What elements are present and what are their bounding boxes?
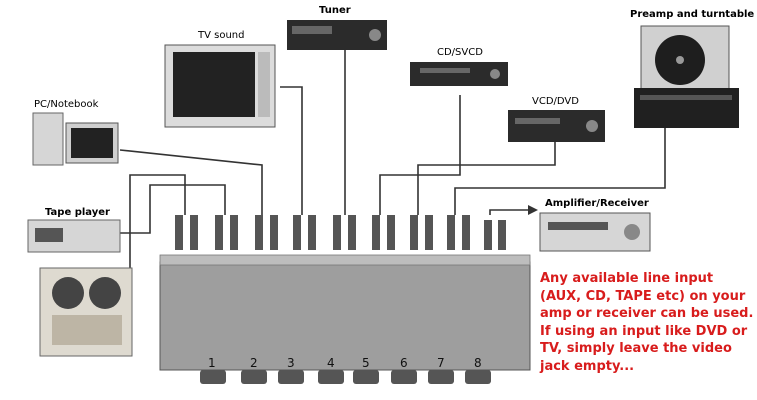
- pc-device: [32, 112, 119, 166]
- plugs-4: [293, 215, 316, 250]
- label-pc-notebook: PC/Notebook: [34, 99, 99, 110]
- plugs-out: [484, 220, 506, 250]
- tuner-device: [287, 20, 387, 50]
- cable-tape: [120, 184, 226, 234]
- label-tuner: Tuner: [319, 5, 351, 16]
- instruction-note: Any available line input (AUX, CD, TAPE …: [540, 271, 754, 374]
- vcd-dvd-device: [508, 110, 605, 142]
- plugs-2: [215, 215, 238, 250]
- cable-preamp: [454, 128, 666, 215]
- plug-pairs: [175, 215, 506, 250]
- switch-number: 5: [362, 356, 370, 370]
- label-tape-player: Tape player: [45, 207, 110, 218]
- turntable-preamp-device: [634, 25, 739, 128]
- label-tv-sound: TV sound: [198, 30, 245, 41]
- plugs-7: [410, 215, 433, 250]
- label-amplifier-receiver: Amplifier/Receiver: [545, 198, 649, 209]
- tv-device: [164, 44, 276, 128]
- cable-reel: [129, 174, 186, 268]
- amplifier-device: [539, 212, 651, 252]
- cable-tv: [280, 86, 303, 215]
- tape-player-device: [27, 219, 121, 253]
- amp-arrow: [528, 205, 538, 215]
- plugs-1: [175, 215, 198, 250]
- label-cd-svcd: CD/SVCD: [437, 47, 483, 58]
- plugs-3: [255, 215, 278, 250]
- plugs-6: [372, 215, 395, 250]
- plugs-8: [447, 215, 470, 250]
- switch-box: [159, 254, 531, 384]
- switch-number: 4: [327, 356, 335, 370]
- switch-number: 3: [287, 356, 295, 370]
- switch-number: 1: [208, 356, 216, 370]
- cd-svcd-device: [410, 62, 508, 86]
- cable-pc: [119, 149, 263, 215]
- cable-amp: [489, 209, 530, 215]
- label-preamp-turntable: Preamp and turntable: [630, 9, 755, 20]
- reel-to-reel-device: [39, 267, 133, 357]
- switch-number: 2: [250, 356, 258, 370]
- cable-vcd: [417, 140, 556, 215]
- plugs-5: [333, 215, 356, 250]
- switch-number: 7: [437, 356, 445, 370]
- cables: [119, 50, 666, 268]
- label-vcd-dvd: VCD/DVD: [532, 96, 579, 107]
- switch-number: 6: [400, 356, 408, 370]
- cable-cd: [379, 95, 461, 215]
- switch-number: 8: [474, 356, 482, 370]
